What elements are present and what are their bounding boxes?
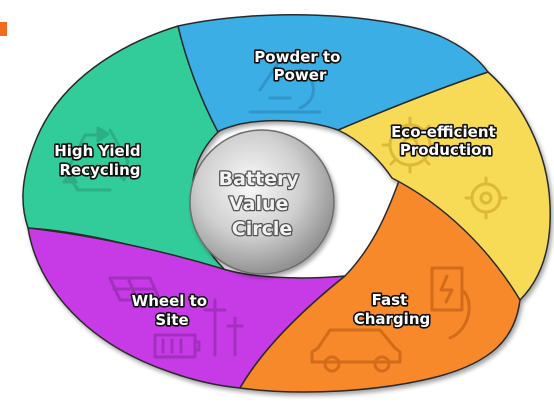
label-wheel-to-site-line-2: Site bbox=[155, 311, 188, 329]
center-title: Battery Value Circle bbox=[219, 168, 306, 240]
center-title-line-1: Battery bbox=[219, 168, 300, 190]
label-eco-efficient-production-line-1: Eco-efficient bbox=[391, 123, 496, 141]
car-charging-icon bbox=[310, 266, 471, 373]
center-title-line-2: Value bbox=[229, 193, 288, 215]
label-eco-efficient-production-line-2: Production bbox=[400, 141, 492, 159]
label-high-yield-recycling-line-1: High Yield bbox=[54, 142, 140, 160]
center-circle bbox=[189, 129, 335, 275]
center-title-line-3: Circle bbox=[232, 218, 293, 240]
label-high-yield-recycling: High Yield Recycling bbox=[54, 142, 146, 179]
recycle-icon bbox=[62, 126, 130, 192]
label-powder-to-power-line-1: Powder to bbox=[254, 48, 340, 66]
label-powder-to-power-line-2: Power bbox=[274, 66, 327, 84]
label-powder-to-power: Powder to Power bbox=[254, 48, 345, 84]
label-fast-charging: Fast Charging bbox=[354, 291, 431, 328]
solar-panel-icon bbox=[108, 276, 244, 359]
label-wheel-to-site: Wheel to Site bbox=[132, 292, 213, 329]
segment-powder-to-power bbox=[177, 14, 489, 133]
label-wheel-to-site-line-1: Wheel to bbox=[132, 292, 207, 310]
label-eco-efficient-production: Eco-efficient Production bbox=[391, 123, 501, 159]
label-fast-charging-line-1: Fast bbox=[372, 291, 408, 309]
label-high-yield-recycling-line-2: Recycling bbox=[60, 161, 141, 179]
label-fast-charging-line-2: Charging bbox=[354, 310, 431, 328]
microscope-icon bbox=[248, 54, 322, 114]
corner-marker bbox=[0, 22, 7, 36]
gears-icon bbox=[381, 116, 508, 220]
